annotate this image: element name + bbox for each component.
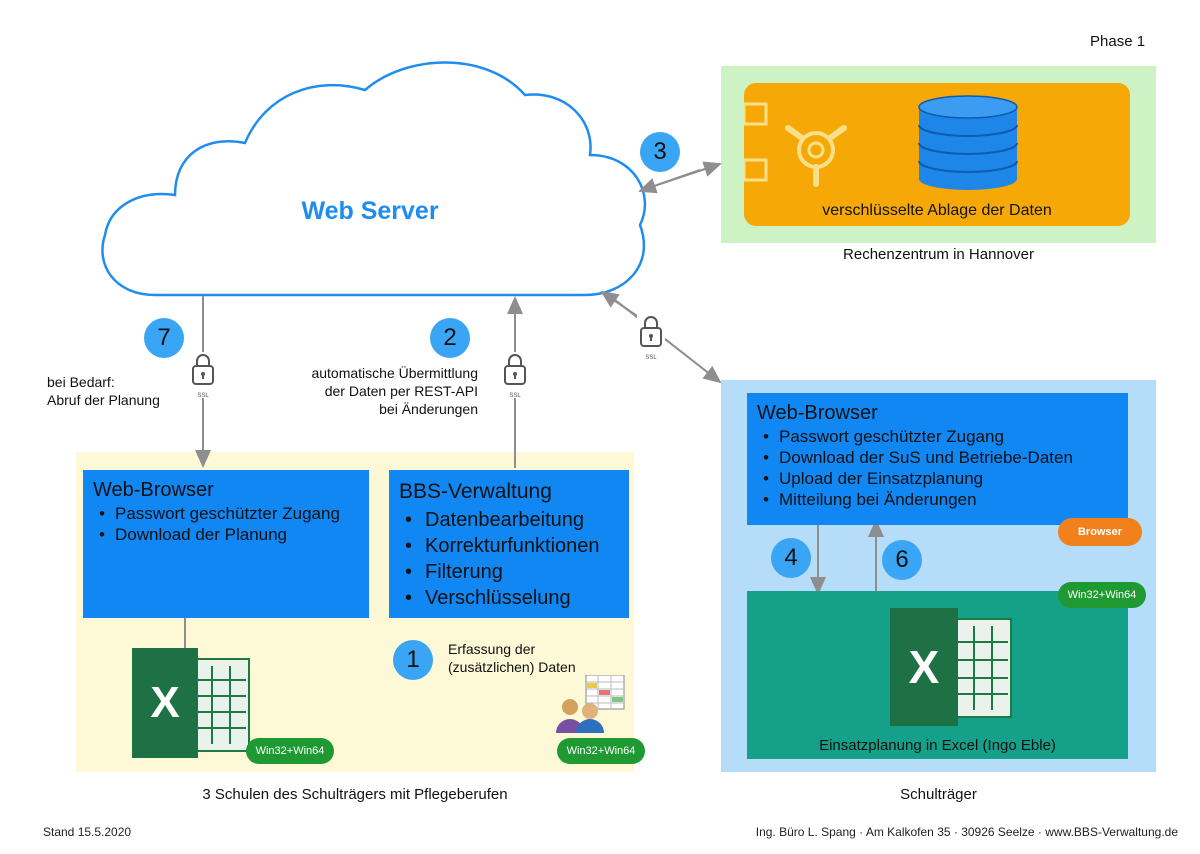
lock-icon — [640, 316, 662, 347]
ssl-lock-carrier: SSL — [637, 314, 665, 361]
list-item: Mitteilung bei Änderungen — [757, 489, 1118, 510]
grid-icon — [956, 626, 1008, 710]
retrieve-line2: Abruf der Planung — [47, 392, 160, 408]
bbs-admin-title: BBS-Verwaltung — [399, 480, 552, 503]
capture-line1: Erfassung der — [448, 641, 536, 657]
schools-caption: 3 Schulen des Schulträgers mit Pflegeber… — [202, 786, 508, 803]
transfer-line2: der Daten per REST-API — [324, 383, 478, 399]
list-item: Korrekturfunktionen — [399, 533, 619, 559]
ssl-lock-step7: SSL — [189, 352, 217, 399]
carrier-browser-title: Web-Browser — [757, 402, 878, 424]
carrier-excel-platform-badge: Win32+Win64 — [1058, 582, 1146, 608]
browser-badge: Browser — [1058, 518, 1142, 546]
footer-date: Stand 15.5.2020 — [43, 825, 132, 839]
carrier-caption: Schulträger — [900, 786, 977, 803]
list-item: Upload der Einsatzplanung — [757, 468, 1118, 489]
step-6-badge: 6 — [882, 540, 922, 580]
lock-icon — [192, 354, 214, 385]
grid-icon — [196, 666, 246, 744]
schools-excel-platform-badge: Win32+Win64 — [246, 738, 334, 764]
people-icon — [556, 674, 625, 733]
retrieve-line1: bei Bedarf: — [47, 374, 115, 390]
capture-line2: (zusätzlichen) Daten — [448, 659, 576, 675]
list-item: Passwort geschützter Zugang — [93, 503, 359, 524]
carrier-browser-list: Passwort geschützter Zugang Download der… — [757, 426, 1118, 510]
carrier-browser-panel: Web-Browser Passwort geschützter Zugang … — [747, 393, 1128, 525]
transfer-line1: automatische Übermittlung — [311, 365, 478, 381]
schools-browser-title: Web-Browser — [93, 479, 214, 501]
step-7-badge: 7 — [144, 318, 184, 358]
list-item: Download der SuS und Betriebe-Daten — [757, 447, 1118, 468]
list-item: Passwort geschützter Zugang — [757, 426, 1118, 447]
users-app-icon — [556, 674, 626, 733]
schools-browser-panel: Web-Browser Passwort geschützter Zugang … — [83, 470, 369, 618]
ssl-lock-step2: SSL — [501, 352, 529, 399]
datacenter-caption: Rechenzentrum in Hannover — [843, 246, 1034, 263]
retrieve-annotation: bei Bedarf: Abruf der Planung — [47, 373, 160, 409]
capture-annotation: Erfassung der (zusätzlichen) Daten — [448, 640, 576, 676]
excel-x-tile: X — [890, 608, 958, 726]
ssl-label: SSL — [197, 393, 209, 399]
step-2-badge: 2 — [430, 318, 470, 358]
list-item: Download der Planung — [93, 524, 359, 545]
step-3-badge: 3 — [640, 132, 680, 172]
transfer-line3: bei Änderungen — [379, 401, 478, 417]
schools-excel-icon: X — [132, 648, 252, 758]
arrow-carrier-cloud — [600, 290, 641, 319]
web-server-cloud — [101, 61, 647, 297]
excel-x-tile: X — [132, 648, 198, 758]
schools-browser-list: Passwort geschützter Zugang Download der… — [93, 503, 359, 545]
ssl-label: SSL — [509, 393, 521, 399]
phase-label: Phase 1 — [1090, 33, 1146, 50]
list-item: Verschlüsselung — [399, 585, 619, 611]
transfer-annotation: automatische Übermittlung der Daten per … — [260, 364, 478, 418]
bbs-admin-panel: BBS-Verwaltung Datenbearbeitung Korrektu… — [389, 470, 629, 618]
list-item: Filterung — [399, 559, 619, 585]
schools-app-platform-badge: Win32+Win64 — [557, 738, 645, 764]
step-1-badge: 1 — [393, 640, 433, 680]
carrier-excel-icon: X — [890, 608, 1012, 726]
bbs-admin-list: Datenbearbeitung Korrekturfunktionen Fil… — [399, 507, 619, 611]
step-4-badge: 4 — [771, 538, 811, 578]
footer-address: Ing. Büro L. Spang · Am Kalkofen 35 · 30… — [755, 825, 1178, 839]
database-icon — [918, 95, 1018, 190]
list-item: Datenbearbeitung — [399, 507, 619, 533]
ssl-label: SSL — [645, 355, 657, 361]
carrier-excel-caption: Einsatzplanung in Excel (Ingo Eble) — [819, 737, 1056, 754]
storage-label: verschlüsselte Ablage der Daten — [822, 202, 1052, 219]
web-server-label: Web Server — [301, 197, 439, 225]
arrow-datacenter-cloud — [659, 161, 722, 185]
lock-icon — [504, 354, 526, 385]
server-component-icon — [744, 102, 847, 187]
